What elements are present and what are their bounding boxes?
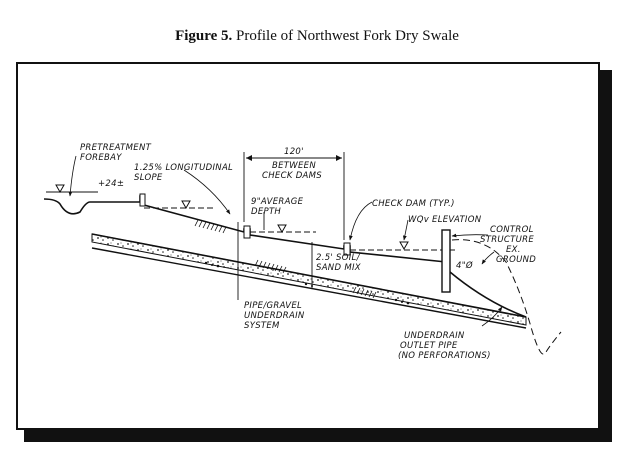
existing-ground-right: [451, 239, 562, 355]
label-outlet-3: (NO PERFORATIONS): [398, 351, 491, 361]
label-control-1: CONTROL: [490, 225, 534, 235]
label-depth-1: 9"AVERAGE: [251, 197, 304, 207]
leader-wqv: [402, 219, 409, 241]
water-symbol-3: [399, 241, 409, 251]
label-slope-2: SLOPE: [134, 173, 163, 183]
label-pipe-3: SYSTEM: [244, 321, 280, 331]
water-symbol-forebay: [55, 184, 65, 194]
label-outlet-2: OUTLET PIPE: [400, 341, 458, 351]
forebay-ground: [43, 198, 91, 215]
label-soil-2: SAND MIX: [316, 263, 361, 273]
leader-ground: [481, 251, 495, 265]
label-depth-2: DEPTH: [251, 207, 281, 217]
label-pipe-2: UNDERDRAIN: [244, 311, 305, 321]
leader-outlet: [481, 306, 503, 327]
figure-number: Figure 5.: [175, 28, 233, 44]
water-symbol-2: [277, 224, 287, 234]
label-outlet-1: UNDERDRAIN: [404, 331, 465, 341]
label-ex-2: GROUND: [496, 255, 536, 265]
control-structure: [441, 229, 451, 293]
label-slope-1: 1.25% LONGITUDINAL: [134, 163, 233, 173]
label-pipe-size: 4"Ø: [456, 260, 473, 271]
label-ex-1: EX.: [506, 245, 521, 255]
check-dam-1: [139, 193, 146, 207]
figure-title: Profile of Northwest Fork Dry Swale: [236, 28, 459, 44]
leader-control: [451, 233, 489, 238]
water-symbol-1: [181, 200, 191, 210]
vegetation-hatch: [194, 219, 377, 299]
label-between-2: CHECK DAMS: [262, 171, 322, 181]
label-soil-1: 2.5' SOIL/: [316, 253, 361, 263]
label-check-dam: CHECK DAM (TYP.): [372, 199, 455, 209]
soil-texture: [204, 261, 410, 305]
leader-check-dam: [348, 201, 373, 241]
check-dam-2: [243, 225, 251, 239]
label-dist-120: 120': [284, 147, 304, 157]
label-pretreatment-1: PRETREATMENT: [80, 143, 152, 153]
underdrain-pipe-line: [91, 247, 527, 329]
label-control-2: STRUCTURE: [480, 235, 534, 245]
figure-caption: Figure 5. Profile of Northwest Fork Dry …: [0, 28, 634, 45]
label-pretreatment-2: FOREBAY: [80, 153, 122, 163]
leader-pretreatment: [68, 155, 77, 197]
label-pipe-1: PIPE/GRAVEL: [244, 301, 302, 311]
label-wqv: WQv ELEVATION: [408, 215, 482, 225]
leader-slope: [183, 169, 231, 215]
outlet-pipe: [449, 271, 527, 318]
check-dam-3: [343, 242, 351, 256]
gravel-underdrain-band: [91, 233, 527, 326]
label-between-1: BETWEEN: [272, 161, 316, 171]
label-plus24: +24±: [98, 179, 124, 189]
swale-profile-diagram: PRETREATMENT FOREBAY +24± 1.25% LONGITUD…: [43, 143, 562, 361]
